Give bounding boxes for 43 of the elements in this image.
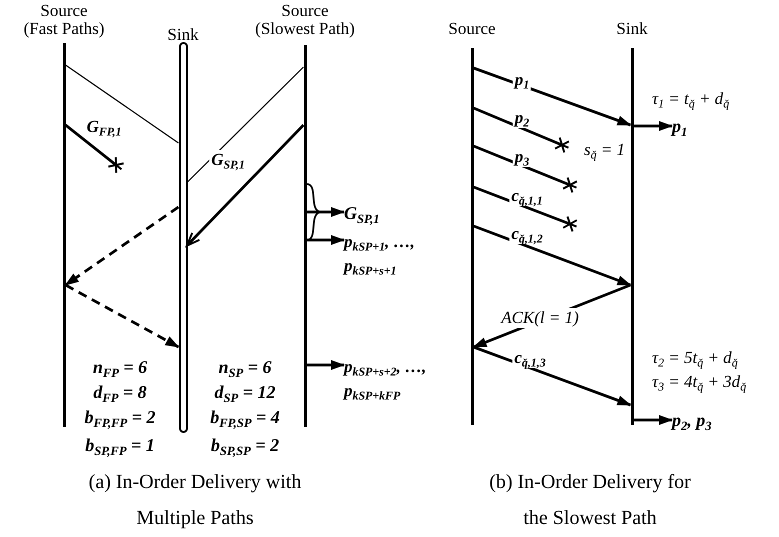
lifeline-label: Source (Fast Paths) <box>24 2 104 38</box>
formula-label: τ$_{3}$ = 4t$_{q̌}$ + 3d$_{q̌}$ <box>652 371 746 393</box>
connector-line <box>65 64 179 144</box>
arrow <box>306 235 345 245</box>
arrow <box>473 224 632 286</box>
packet-label: p$_{1}$ <box>672 114 688 138</box>
lost-packet-line <box>473 186 578 232</box>
arrow <box>473 346 632 406</box>
caption: (b) In-Order Delivery for the Slowest Path <box>488 470 692 531</box>
packet-label: p$_{kSP+s+2}$, …, p$_{kSP+kFP}$ <box>344 355 444 403</box>
formula-label: τ$_{1}$ = t$_{q̌}$ + d$_{q̌}$ <box>652 88 730 110</box>
lifeline-label: Sink <box>167 26 199 44</box>
formula-label: d$_{SP}$ = 12 <box>214 381 276 403</box>
arrow <box>306 360 345 370</box>
arrow <box>634 415 673 425</box>
lifeline-label: Source <box>448 20 496 38</box>
formula-label: d$_{FP}$ = 8 <box>93 381 147 403</box>
formula-label: b$_{SP,SP}$ = 2 <box>210 434 280 456</box>
formula-label: b$_{FP,FP}$ = 2 <box>84 406 156 428</box>
formula-label: b$_{SP,FP}$ = 1 <box>85 434 155 456</box>
packet-label: p$_{kSP+1}$, …, p$_{kSP+s+1}$ <box>344 230 432 278</box>
packet-label: G$_{SP,1}$ <box>344 201 380 225</box>
lost-packet-line <box>64 124 125 174</box>
lifeline-label: Source (Slowest Path) <box>255 2 355 38</box>
arrow <box>473 66 632 126</box>
dashed-arrow <box>64 206 180 286</box>
formula-label: b$_{FP,SP}$ = 4 <box>210 406 280 428</box>
lost-packet-line <box>472 106 570 154</box>
lost-packet-line <box>472 144 578 194</box>
lifeline-label: Sink <box>616 20 648 38</box>
formula-label: s$_{q̌}$ = 1 <box>584 139 626 161</box>
connector-line <box>187 66 304 182</box>
arrow <box>634 121 673 131</box>
formula-label: τ$_{2}$ = 5t$_{q̌}$ + d$_{q̌}$ <box>652 347 738 369</box>
caption: (a) In-Order Delivery with Multiple Paths <box>88 470 302 531</box>
formula-label: n$_{SP}$ = 6 <box>218 356 272 378</box>
dashed-arrow <box>64 284 180 348</box>
formula-label: n$_{FP}$ = 6 <box>92 356 148 378</box>
packet-label: p$_{2}$, p$_{3}$ <box>672 408 712 432</box>
arrow <box>306 207 345 217</box>
edge-label: ACK(l = 1) <box>499 308 581 328</box>
arrow <box>186 124 304 247</box>
edge-label: G$_{SP,1}$ <box>209 150 247 170</box>
